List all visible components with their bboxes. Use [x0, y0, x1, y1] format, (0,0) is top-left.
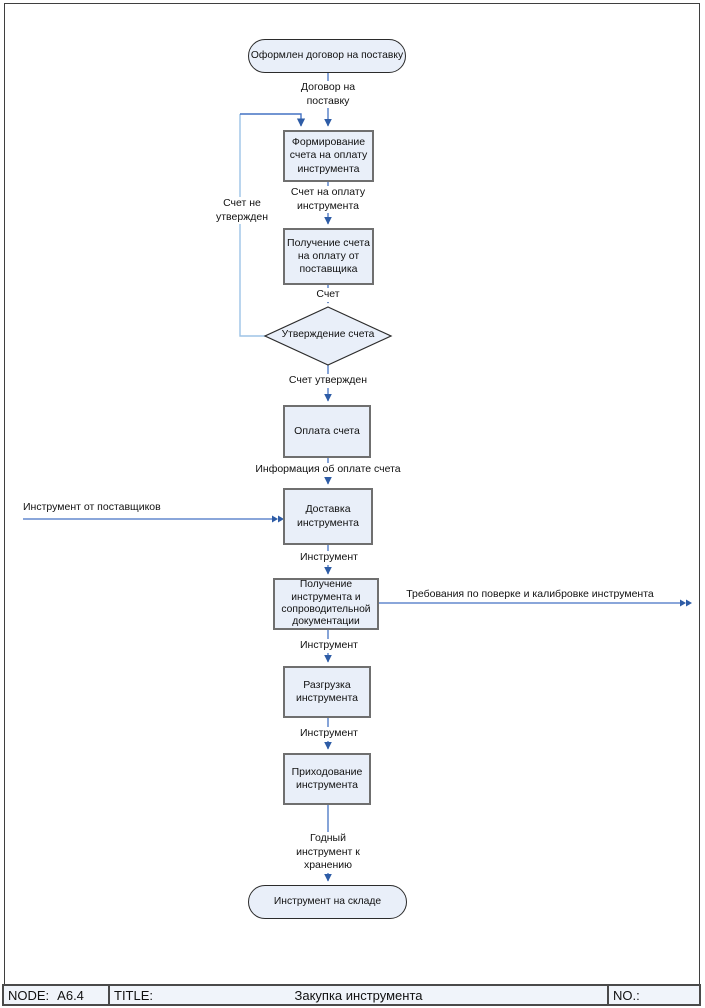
edge-label-approved: Счет утвержден — [283, 374, 373, 388]
process-box-unload: Разгрузка инструмента — [283, 666, 371, 718]
node-label: NODE: — [8, 987, 50, 1003]
decision-diamond — [263, 306, 393, 366]
footer-title-cell: TITLE: Закупка инструмента — [110, 986, 607, 1004]
edge-label-calibration-requirements: Требования по поверке и калибровке инстр… — [406, 588, 654, 600]
node-title-bar: NODE: A6.4 TITLE: Закупка инструмента NO… — [2, 984, 701, 1006]
footer-node-cell: NODE: A6.4 — [4, 986, 110, 1004]
edge-label-tool-3: Инструмент — [300, 727, 358, 741]
decision-label: Утверждение счета — [281, 329, 375, 340]
edge-label-payment-info: Информация об оплате счета — [250, 463, 406, 477]
edge-label-contract: Договор на поставку — [292, 81, 364, 109]
node-value: A6.4 — [57, 987, 84, 1003]
edge-label-not-approved: Счет не утвержден — [210, 197, 274, 225]
process-box-receive-tools: Получение инструмента и сопроводительной… — [273, 578, 379, 630]
number-label: NO.: — [613, 987, 640, 1003]
process-box-delivery: Доставка инструмента — [283, 488, 373, 545]
process-box-book-in: Приходование инструмента — [283, 753, 371, 805]
edge-label-tool-2: Инструмент — [300, 639, 358, 653]
edge-label-tools-from-suppliers: Инструмент от поставщиков — [23, 501, 161, 513]
title-label: TITLE: — [114, 987, 154, 1003]
edge-label-tool-1: Инструмент — [300, 551, 358, 565]
end-terminator: Инструмент на складе — [248, 885, 407, 919]
edge-label-invoice-for-payment: Счет на оплату инструмента — [278, 186, 378, 214]
process-box-receive-invoice: Получение счета на оплату от поставщика — [283, 228, 374, 285]
process-box-create-invoice: Формирование счета на оплату инструмента — [283, 130, 374, 182]
footer-number-cell: NO.: — [607, 986, 699, 1004]
edge-label-good-tool: Годный инструмент к хранению — [291, 832, 365, 873]
edge-label-invoice: Счет — [303, 288, 353, 302]
start-terminator: Оформлен договор на поставку — [248, 39, 406, 73]
diagram-title: Закупка инструмента — [294, 987, 423, 1003]
process-box-pay-invoice: Оплата счета — [283, 405, 371, 458]
